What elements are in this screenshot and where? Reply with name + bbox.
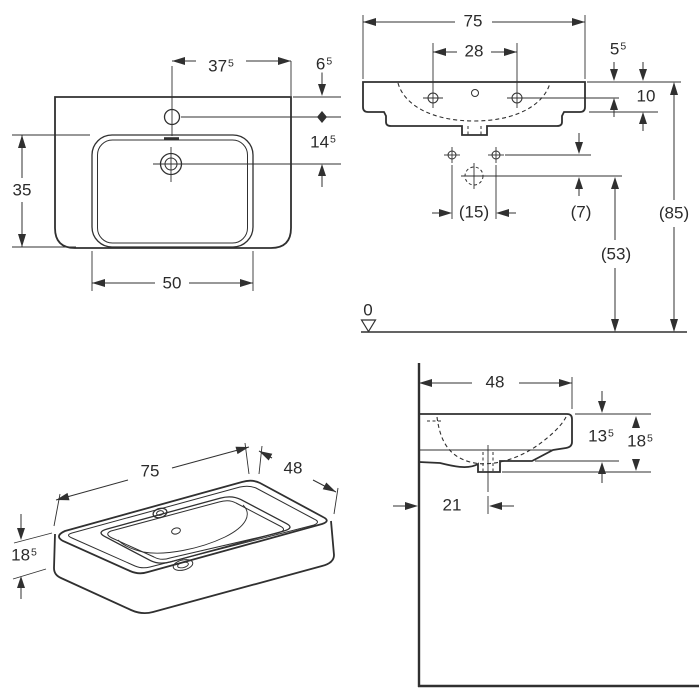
side-dimensions bbox=[393, 377, 651, 514]
dim-label-iso-depth: 48 bbox=[281, 458, 305, 478]
elevation-view bbox=[361, 15, 687, 332]
body-underside bbox=[54, 521, 334, 613]
dim-label-side-depth: 48 bbox=[483, 372, 507, 392]
dim-label-front-bowl-width: 50 bbox=[160, 273, 184, 293]
dim-label-elev-outlet-height: (53) bbox=[598, 244, 634, 264]
bowl-section-contour bbox=[437, 417, 566, 464]
dim-label-elev-fix-spacing: (15) bbox=[456, 202, 492, 222]
dim-label-front-tap-top: 65 bbox=[313, 54, 335, 74]
elevation-dimensions bbox=[361, 15, 687, 332]
drain-iso bbox=[172, 558, 194, 573]
dim-label-elev-hole-spacing: 28 bbox=[462, 41, 486, 61]
bowl-inner-edge bbox=[98, 140, 248, 243]
side-view bbox=[393, 363, 699, 687]
dim-label-elev-rim-height: (85) bbox=[656, 203, 692, 223]
dim-label-elev-apron: 10 bbox=[634, 86, 658, 106]
bowl-outer-lip bbox=[101, 497, 290, 563]
dim-label-front-bowl-height: 35 bbox=[10, 180, 34, 200]
overflow-hole bbox=[472, 90, 479, 97]
dim-label-floor-datum: 0 bbox=[361, 300, 375, 320]
dim-label-front-tap-offset: 375 bbox=[206, 56, 236, 76]
rim-outer bbox=[59, 481, 327, 574]
overflow-iso bbox=[171, 527, 181, 535]
dim-label-front-tap-drain: 145 bbox=[308, 132, 338, 152]
tap-hole-iso bbox=[152, 507, 168, 519]
isometric-view bbox=[13, 443, 338, 613]
dim-label-iso-height: 185 bbox=[9, 545, 39, 565]
dim-label-elev-width: 75 bbox=[461, 11, 485, 31]
basin-iso-outline bbox=[54, 481, 334, 613]
dim-label-side-front-height: 135 bbox=[586, 426, 616, 446]
dim-label-side-total-height: 185 bbox=[625, 431, 655, 451]
dim-label-side-drain-wall: 21 bbox=[440, 495, 464, 515]
bowl-outer-edge bbox=[92, 135, 253, 247]
basin-side-profile bbox=[419, 414, 572, 492]
front-view bbox=[12, 57, 341, 291]
floor-datum-triangle bbox=[362, 320, 376, 332]
dim-label-iso-width: 75 bbox=[138, 461, 162, 481]
dim-label-elev-holes-top: 55 bbox=[607, 39, 629, 59]
front-dimensions bbox=[12, 57, 341, 291]
bowl-inner-lip bbox=[108, 501, 284, 560]
dim-label-elev-outlet-gap: (7) bbox=[568, 202, 594, 222]
basin-front-outline bbox=[55, 66, 291, 248]
bowl-hidden-contour bbox=[398, 83, 550, 121]
rim-inner bbox=[69, 486, 318, 568]
basin-elevation-outline bbox=[363, 82, 585, 189]
bowl-interior-curve bbox=[118, 505, 247, 553]
iso-dimensions bbox=[13, 443, 338, 599]
